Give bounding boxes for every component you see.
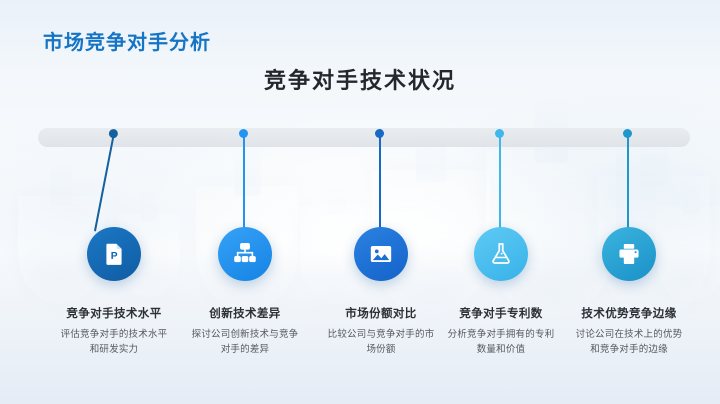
node-1-desc: 评估竞争对手的技术水平和研发实力 — [60, 328, 168, 356]
connector-dot — [239, 128, 249, 138]
node-2-title: 创新技术差异 — [209, 308, 281, 320]
connector-dot — [375, 128, 385, 138]
image-picture-icon — [368, 241, 394, 267]
presentation-file-icon: P — [101, 241, 127, 267]
background-top-fade — [0, 0, 720, 120]
node-3-desc: 比较公司与竞争对手的市场份额 — [327, 328, 435, 356]
connector-dot — [495, 128, 505, 138]
node-1-title: 竞争对手技术水平 — [66, 308, 162, 320]
node-5-bubble[interactable] — [602, 227, 656, 281]
node-3[interactable]: 市场份额对比 比较公司与竞争对手的市场份额 — [309, 227, 453, 358]
node-3-title: 市场份额对比 — [345, 308, 417, 320]
node-2[interactable]: 创新技术差异 探讨公司创新技术与竞争对手的差异 — [173, 227, 317, 358]
timeline-rail — [38, 128, 690, 147]
connector-stem — [627, 133, 629, 229]
connector-stem — [499, 133, 501, 229]
node-4-bubble[interactable] — [474, 227, 528, 281]
node-1[interactable]: P 竞争对手技术水平 评估竞争对手的技术水平和研发实力 — [42, 227, 186, 358]
node-2-desc: 探讨公司创新技术与竞争对手的差异 — [191, 328, 299, 356]
printer-icon — [616, 241, 642, 267]
connector-stem — [243, 133, 245, 229]
flask-beaker-icon — [488, 241, 514, 267]
node-4-desc: 分析竞争对手拥有的专利数量和价值 — [447, 328, 555, 356]
node-3-bubble[interactable] — [354, 227, 408, 281]
node-5[interactable]: 技术优势竞争边缘 讨论公司在技术上的优势和竞争对手的边缘 — [557, 227, 701, 358]
connector-dot — [623, 128, 633, 138]
node-1-bubble[interactable]: P — [87, 227, 141, 281]
page-title: 竞争对手技术状况 — [263, 68, 456, 93]
page-kicker: 市场竞争对手分析 — [43, 32, 211, 54]
connector-stem — [379, 133, 381, 229]
node-4[interactable]: 竞争对手专利数 分析竞争对手拥有的专利数量和价值 — [429, 227, 573, 358]
svg-text:P: P — [111, 251, 118, 262]
node-5-title: 技术优势竞争边缘 — [581, 308, 677, 320]
node-2-bubble[interactable] — [218, 227, 272, 281]
sitemap-hierarchy-icon — [232, 241, 258, 267]
node-4-title: 竞争对手专利数 — [459, 308, 543, 320]
node-5-desc: 讨论公司在技术上的优势和竞争对手的边缘 — [575, 328, 683, 356]
